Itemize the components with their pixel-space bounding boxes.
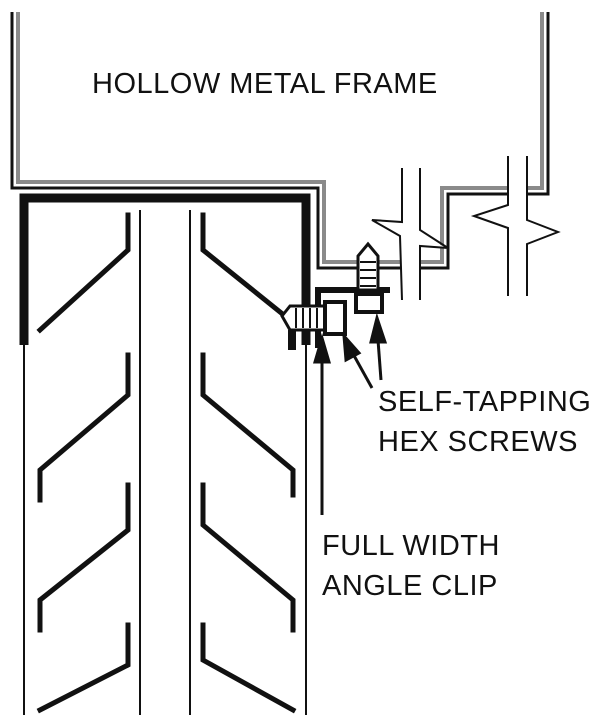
hollow-metal-frame: [10, 12, 550, 270]
frame-break-lines: [371, 156, 561, 301]
right-rib-3: [200, 482, 296, 633]
left-rib-4: [36, 622, 131, 714]
arrowhead-screw-2: [369, 312, 388, 344]
vertical-screw-head: [354, 292, 384, 314]
left-rib-1: [36, 212, 131, 334]
frame-inner-line: [16, 12, 544, 264]
right-rib-2: [200, 352, 296, 498]
frame-label: HOLLOW METAL FRAME: [92, 64, 438, 104]
screws-label: SELF-TAPPING HEX SCREWS: [378, 382, 591, 462]
right-rib-1: [200, 212, 294, 324]
break-line-right: [474, 158, 558, 296]
left-rib-3: [37, 482, 131, 633]
break-line-right-stroke-a: [470, 156, 509, 296]
vertical-hex-screw: [354, 241, 384, 314]
frame-label-text: HOLLOW METAL FRAME: [92, 68, 438, 100]
arrowhead-screw-1: [342, 331, 362, 363]
door-top-cap: [19, 193, 311, 345]
vertical-screw-shank: [356, 241, 380, 292]
right-rib-4: [200, 622, 297, 714]
clip-label-line-2: ANGLE CLIP: [322, 570, 498, 602]
arrowhead-clip: [313, 332, 331, 364]
angle-clip-nub: [288, 330, 296, 350]
leader-arrows: [313, 312, 388, 515]
clip-label: FULL WIDTH ANGLE CLIP: [322, 526, 500, 606]
left-rib-2: [37, 352, 131, 503]
break-line-left-stroke-b: [419, 168, 449, 300]
break-line-left: [372, 170, 448, 300]
leader-screw-2: [376, 339, 383, 381]
angle-clip-assembly: [280, 241, 390, 350]
clip-label-line-1: FULL WIDTH: [322, 530, 500, 562]
door-panel: [19, 193, 311, 715]
right-core-ribs: [200, 212, 297, 714]
horizontal-screw-head: [323, 300, 347, 336]
frame-outer-line: [10, 12, 550, 270]
screws-label-line-2: HEX SCREWS: [378, 426, 578, 458]
break-line-left-stroke-a: [371, 168, 403, 301]
left-core-ribs: [36, 212, 131, 714]
horizontal-hex-screw: [280, 300, 347, 336]
break-line-right-stroke-b: [526, 156, 561, 296]
screws-label-line-1: SELF-TAPPING: [378, 386, 592, 418]
leader-screw-1: [350, 351, 374, 389]
